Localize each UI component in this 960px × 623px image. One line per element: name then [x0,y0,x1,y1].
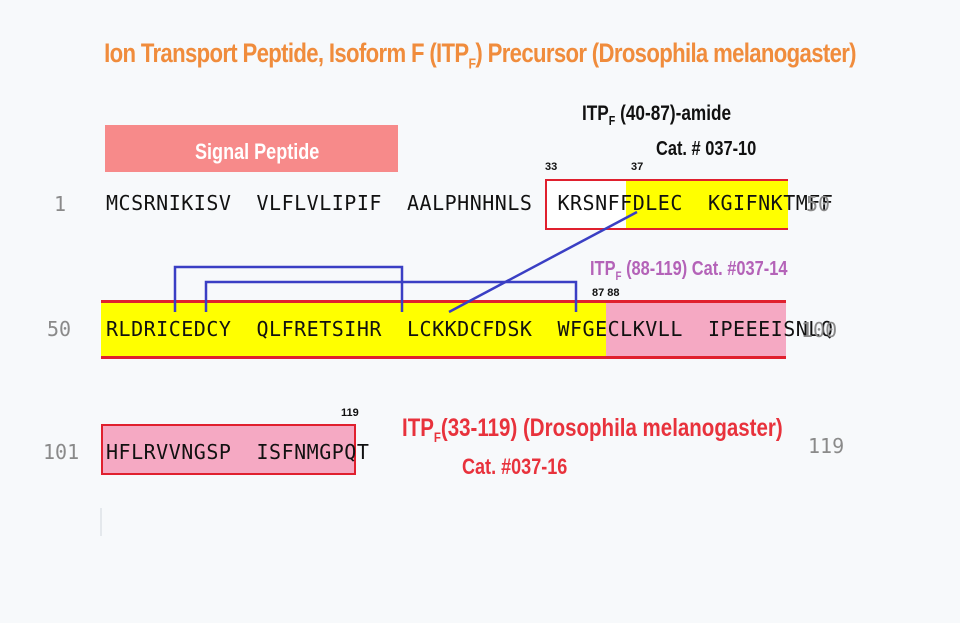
itp-33-119-sub: F [433,429,441,445]
itp-40-highlight [626,179,788,229]
marker-119: 119 [341,407,359,419]
itp-40-87-highlight-row2 [101,302,606,358]
itp-40-87-label: ITPF (40-87)-amide [582,102,731,128]
marker-33: 33 [545,161,558,173]
itp-40-87-prefix: ITP [582,102,609,125]
title-sub: F [468,55,477,73]
itp-33-119-text: (33-119) (Drosophila melanogaster) [440,414,783,442]
row2-sequence: RLDRICEDCY QLFRETSIHR LCKKDCFDSK WFGECLK… [106,317,834,341]
cursor-mark [100,508,102,536]
bridge-c58-c84 [204,280,578,312]
page-title: Ion Transport Peptide, Isoform F (ITPF) … [86,38,873,72]
itp-40-87-sub: F [608,113,616,129]
row3-end: 119 [808,434,845,458]
itp-88-119-highlight-row2 [606,302,786,358]
row3-sequence: HFLRVVNGSP ISFNMGPQT [106,440,370,464]
row2-end: 100 [801,318,838,342]
signal-peptide-bar [105,125,398,172]
row3-start: 101 [43,440,80,464]
row1-end: 50 [806,192,831,216]
row2-top-border [101,300,786,303]
marker-87-88: 87 88 [592,287,620,299]
row1-start: 1 [54,192,67,216]
title-main: Ion Transport Peptide, Isoform F (ITP [104,38,469,68]
row2-bottom-border [101,356,786,359]
itp-33-119-box-row1 [545,179,788,230]
signal-peptide-label: Signal Peptide [195,139,320,164]
itp-33-119-label: ITPF(33-119) (Drosophila melanogaster) [402,414,783,445]
itp-40-87-text: (40-87)-amide [615,102,732,125]
itp-33-box-white [545,179,626,229]
title-tail: ) Precursor (Drosophila melanogaster) [475,38,856,68]
itp-40-87-cat: Cat. # 037-10 [656,138,757,160]
itp-33-119-cat: Cat. #037-16 [462,454,568,479]
itp-33-119-prefix: ITP [402,414,434,442]
itp-88-119-label: ITPF (88-119) Cat. #037-14 [590,258,787,283]
bridge-c40-c77 [448,210,638,314]
bridge-c55-c75 [173,265,404,312]
itp-88-119-sub: F [615,269,622,283]
itp-88-119-prefix: ITP [590,258,616,280]
itp-88-119-highlight-row3 [101,424,356,475]
row2-start: 50 [47,317,72,341]
row1-sequence: MCSRNIKISV VLFLVLIPIF AALPHNHNLS KRSNFFD… [106,191,834,215]
marker-37: 37 [631,161,644,173]
itp-88-119-text: (88-119) Cat. #037-14 [621,258,788,280]
